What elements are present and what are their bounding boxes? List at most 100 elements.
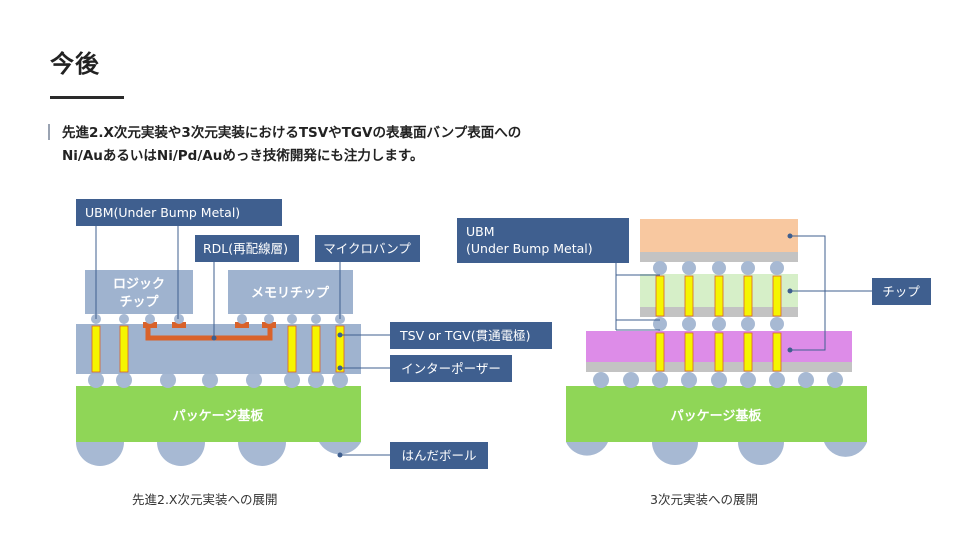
chip-leader (790, 235, 826, 351)
tsv-label: TSV or TGV(貫通電極) (399, 328, 530, 343)
tsv (311, 325, 321, 373)
bump (653, 261, 667, 275)
bump (712, 317, 726, 331)
solder-ball (76, 442, 124, 466)
chip-label: チップ (882, 284, 920, 299)
tsv (772, 275, 782, 317)
title-underline (50, 96, 124, 99)
lead-text: 先進2.X次元実装や3次元実装におけるTSVやTGVの表裏面バンプ表面への Ni… (62, 122, 521, 168)
tsv (684, 275, 694, 317)
microbump-label: マイクロバンプ (323, 241, 411, 256)
left-diagram: パッケージ基板 (76, 199, 552, 469)
bump (116, 372, 132, 388)
bump (332, 372, 348, 388)
microbumps (91, 314, 345, 324)
top-chip (640, 219, 798, 252)
bump (798, 372, 814, 388)
rdl-pads (143, 322, 276, 328)
right-package-substrate-label: パッケージ基板 (671, 408, 763, 424)
rdl-pad (235, 322, 249, 328)
solder-ball (824, 442, 867, 457)
solder-ball (319, 442, 361, 455)
ubm-label: UBM(Under Bump Metal) (85, 205, 240, 220)
bump (284, 372, 300, 388)
rdl-label: RDL(再配線層) (203, 241, 288, 256)
bump (740, 372, 756, 388)
package-substrate (76, 386, 361, 442)
leader-dot (337, 332, 343, 338)
tsv (714, 332, 724, 372)
tsv (91, 325, 101, 373)
right-solder-balls (566, 442, 867, 465)
right-stack-bumps (653, 261, 784, 331)
top-chip-base (640, 252, 798, 262)
bump (770, 261, 784, 275)
logic-chip-label-2: チップ (119, 295, 159, 310)
memory-chip (228, 270, 353, 314)
memory-chip-label: メモリチップ (251, 286, 330, 301)
interposer-label: インターポーザー (401, 361, 501, 376)
tsv (655, 275, 665, 317)
bump (652, 372, 668, 388)
rdl-pad (172, 322, 186, 328)
right-leader-dots (787, 233, 793, 353)
microbump-label-box (315, 235, 420, 262)
lead-marker (48, 124, 50, 140)
ubm-label-box (76, 199, 282, 226)
solder-ball (566, 442, 608, 456)
microbump (287, 314, 297, 324)
tsv (119, 325, 129, 373)
leader-dot (337, 452, 343, 458)
bump (741, 317, 755, 331)
tsv (714, 275, 724, 317)
right-caption: 3次元実装への展開 (650, 492, 758, 507)
rdl-pad (143, 322, 157, 328)
leader-dots (211, 332, 343, 458)
rdl-label-box (195, 235, 299, 262)
microbump (119, 314, 129, 324)
bump (827, 372, 843, 388)
tsv (335, 325, 345, 373)
bump (681, 372, 697, 388)
microbump (174, 314, 184, 324)
tsv (743, 332, 753, 372)
bump (682, 317, 696, 331)
right-package-substrate (566, 386, 867, 442)
solder-ball (652, 442, 698, 465)
bump (623, 372, 639, 388)
leader-dot (787, 233, 793, 239)
chip-label-box (872, 278, 931, 305)
package-substrate-label: パッケージ基板 (173, 408, 265, 424)
solder-balls (76, 442, 361, 466)
leader-dot (211, 335, 217, 341)
bump (741, 261, 755, 275)
bump (770, 317, 784, 331)
bump (308, 372, 324, 388)
tsv (684, 332, 694, 372)
right-ubm-label-1: UBM (466, 224, 495, 239)
solder-ball (238, 442, 286, 466)
tsv (743, 275, 753, 317)
bump (160, 372, 176, 388)
right-ubm-label-box (457, 218, 629, 263)
page-title: 今後 (50, 50, 100, 78)
lead-line-2: Ni/AuあるいはNi/Pd/Auめっき技術開発にも注力します。 (62, 148, 424, 164)
rdl-trace (145, 325, 273, 341)
right-leader-lines (615, 235, 872, 351)
tsv (287, 325, 297, 373)
microbump (311, 314, 321, 324)
bump (593, 372, 609, 388)
bump (682, 261, 696, 275)
tsv-columns (91, 325, 345, 373)
solder-ball (738, 442, 784, 465)
interposer-label-box (390, 355, 512, 382)
logic-chip (85, 270, 193, 314)
right-ubm-label-2: (Under Bump Metal) (466, 241, 593, 256)
left-leader-lines (95, 226, 390, 456)
leader-dot (337, 365, 343, 371)
rdl-pad (262, 322, 276, 328)
lead-line-1: 先進2.X次元実装や3次元実装におけるTSVやTGVの表裏面バンプ表面への (62, 125, 522, 141)
solder-ball-label-box (390, 442, 488, 469)
right-bottom-bumps (593, 372, 843, 388)
